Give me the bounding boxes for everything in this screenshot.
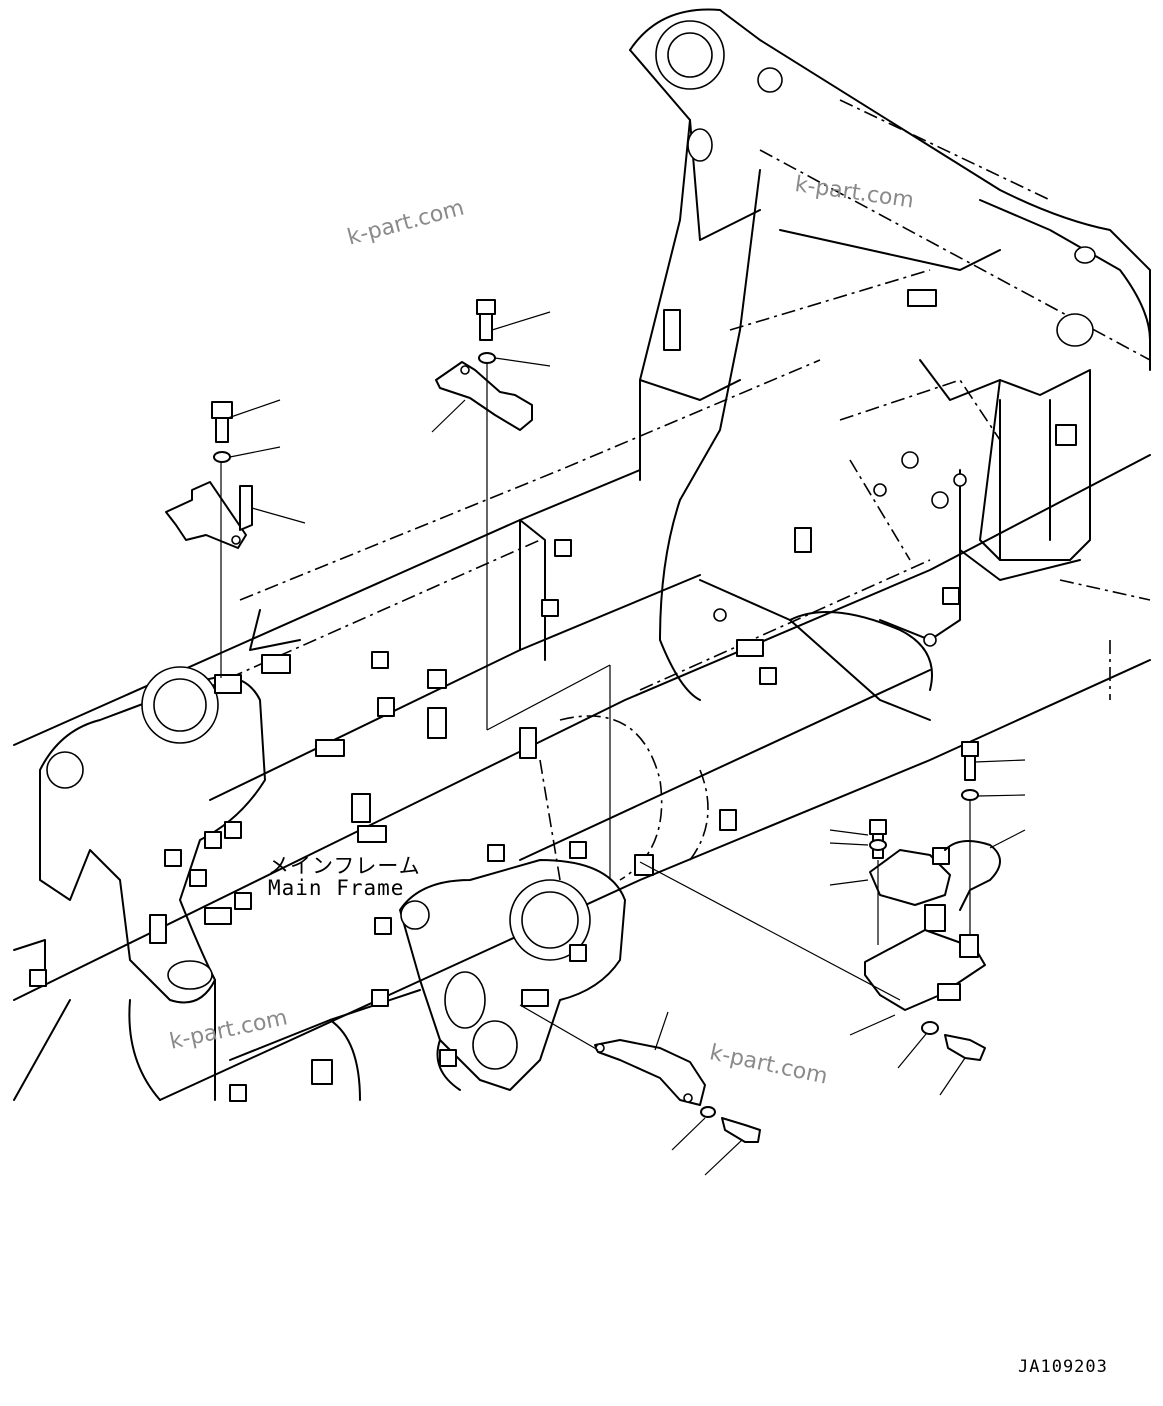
drawing-id: JA109203 bbox=[1018, 1357, 1108, 1377]
main-frame bbox=[13, 8, 1151, 1102]
sensor-assembly-right bbox=[639, 741, 1026, 1096]
frame-label-jp: メインフレーム bbox=[268, 854, 421, 878]
bracket-assembly-center bbox=[431, 299, 611, 880]
frame-label-en: Main Frame bbox=[268, 876, 405, 900]
bracket-assembly-left bbox=[165, 399, 306, 678]
bracket-assembly-lower bbox=[519, 1004, 761, 1176]
